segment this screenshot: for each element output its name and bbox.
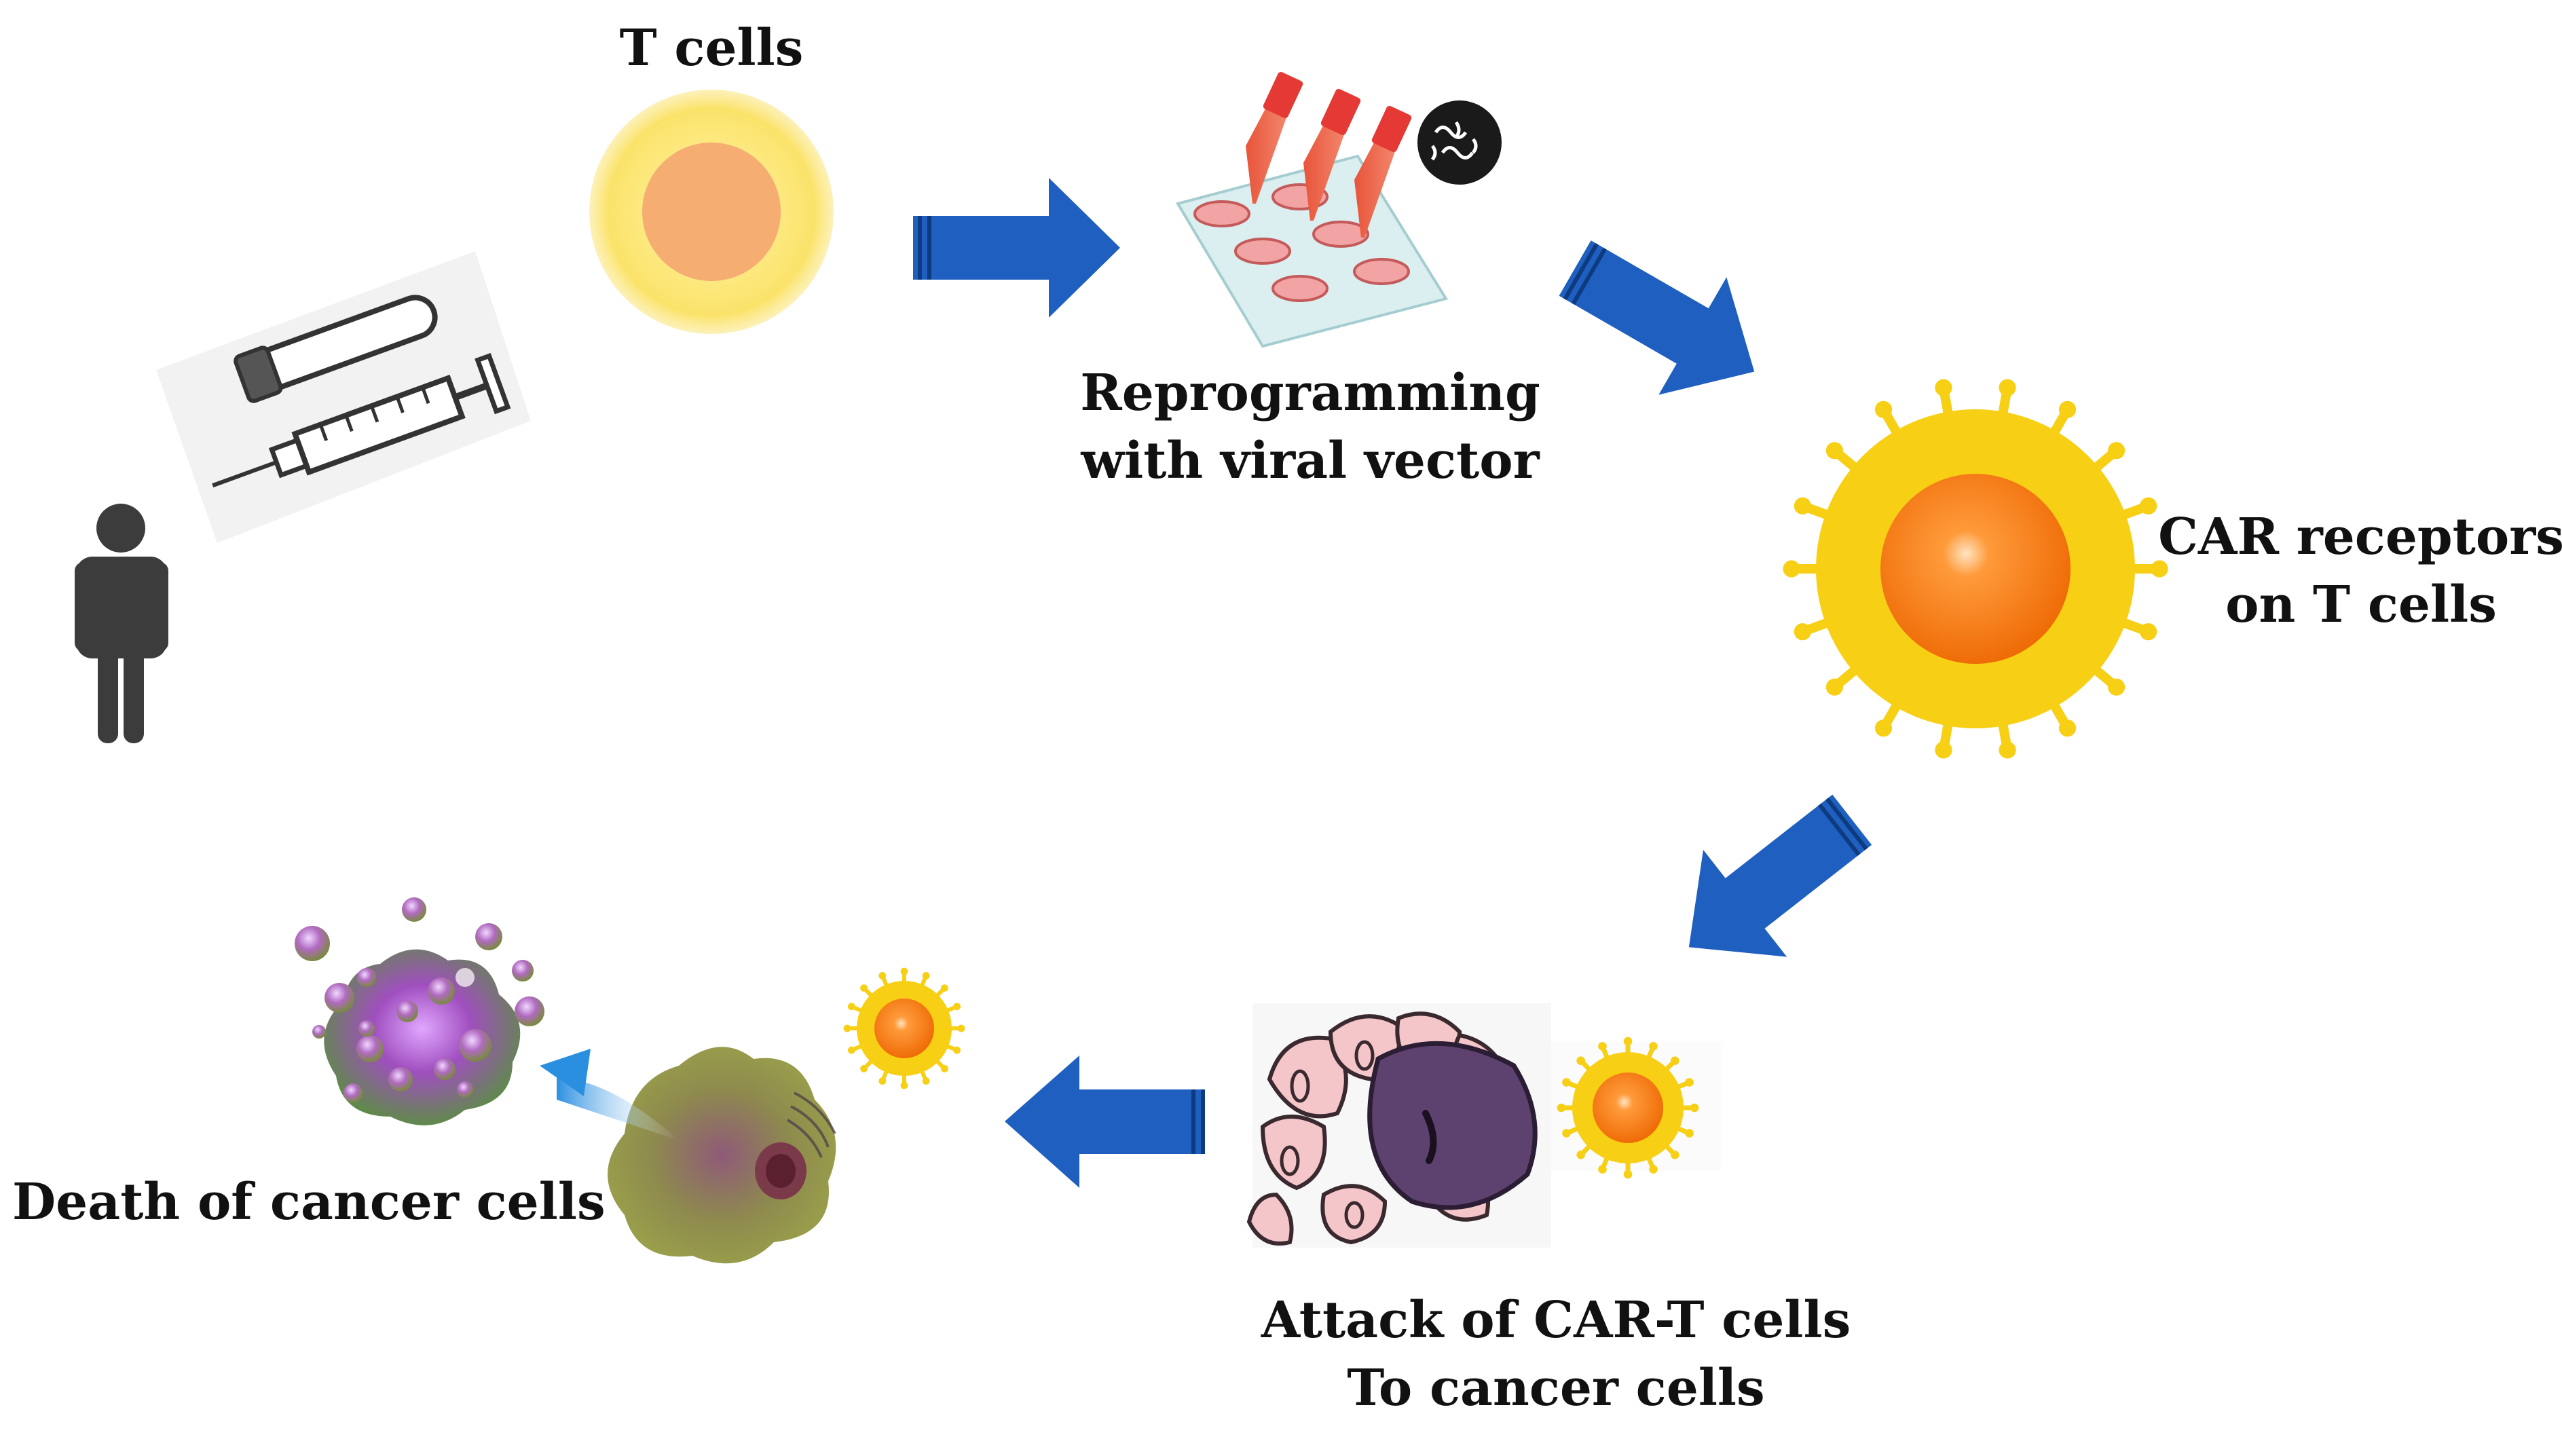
- label-reprogramming: Reprogramming with viral vector: [1080, 360, 1540, 496]
- label-attack: Attack of CAR-T cells To cancer cells: [1261, 1287, 1851, 1423]
- receptor-spike: [1878, 405, 1902, 438]
- receptor-spike: [1878, 700, 1902, 733]
- cancer-cell-icon: [608, 1047, 836, 1264]
- receptor-spike: [2118, 618, 2153, 637]
- receptor-spike: [933, 1058, 947, 1071]
- receptor-spike: [1998, 383, 2013, 419]
- arrow-3: [1688, 794, 1872, 957]
- receptor-spike: [933, 986, 947, 999]
- receptor-spike: [849, 1043, 866, 1053]
- tumor-tissue-icon: [1246, 1003, 1551, 1248]
- car-t-cell-icon: [1783, 379, 2168, 759]
- label-attack-line1: Attack of CAR-T cells: [1261, 1291, 1851, 1349]
- person-icon: [75, 504, 168, 743]
- receptor-spike: [1938, 718, 1953, 755]
- small-car-t-cell-icon-2: [843, 967, 965, 1089]
- receptor-spike: [1938, 383, 1953, 419]
- arrow-1: [913, 178, 1120, 318]
- receptor-spike: [1798, 618, 1833, 637]
- receptor-spike: [943, 1004, 959, 1013]
- label-car-receptors: CAR receptors on T cells: [2158, 504, 2562, 639]
- arrow-4: [1005, 1056, 1205, 1188]
- label-t-cells: T cells: [619, 19, 804, 77]
- t-cell-icon: [589, 90, 834, 334]
- receptor-spike: [919, 973, 929, 990]
- receptor-spike: [2049, 405, 2073, 438]
- receptor-spike: [1998, 718, 2013, 755]
- receptor-spike: [2090, 445, 2121, 473]
- virus-icon: [1417, 100, 1502, 185]
- receptor-spike: [849, 1004, 866, 1013]
- label-death: Death of cancer cells: [12, 1173, 606, 1231]
- pipette-plate-icon: [1175, 72, 1449, 348]
- label-car-line1: CAR receptors: [2158, 508, 2562, 566]
- receptor-spike: [2118, 501, 2153, 520]
- small-car-t-cell-icon: [1551, 1037, 1721, 1179]
- curved-arrow: [540, 1049, 679, 1140]
- receptor-spike: [861, 986, 875, 999]
- arrow-2: [1559, 240, 1755, 395]
- label-car-line2: on T cells: [2225, 575, 2497, 634]
- receptor-spike: [880, 973, 889, 990]
- dying-cancer-cell-icon: [295, 897, 544, 1125]
- receptor-spike: [861, 1058, 875, 1071]
- receptor-spike: [2049, 700, 2073, 733]
- test-tube-icon: [234, 295, 438, 403]
- receptor-spike: [2090, 665, 2121, 692]
- receptor-spike: [1830, 445, 1861, 473]
- syringe-icon: [156, 251, 531, 543]
- label-reprogramming-line1: Reprogramming: [1080, 364, 1540, 422]
- receptor-spike: [880, 1067, 889, 1083]
- receptor-spike: [1798, 501, 1833, 520]
- receptor-spike: [943, 1043, 959, 1053]
- receptor-spike: [1830, 665, 1861, 692]
- receptor-spike: [919, 1067, 929, 1083]
- label-attack-line2: To cancer cells: [1347, 1358, 1765, 1417]
- label-reprogramming-line2: with viral vector: [1081, 431, 1540, 490]
